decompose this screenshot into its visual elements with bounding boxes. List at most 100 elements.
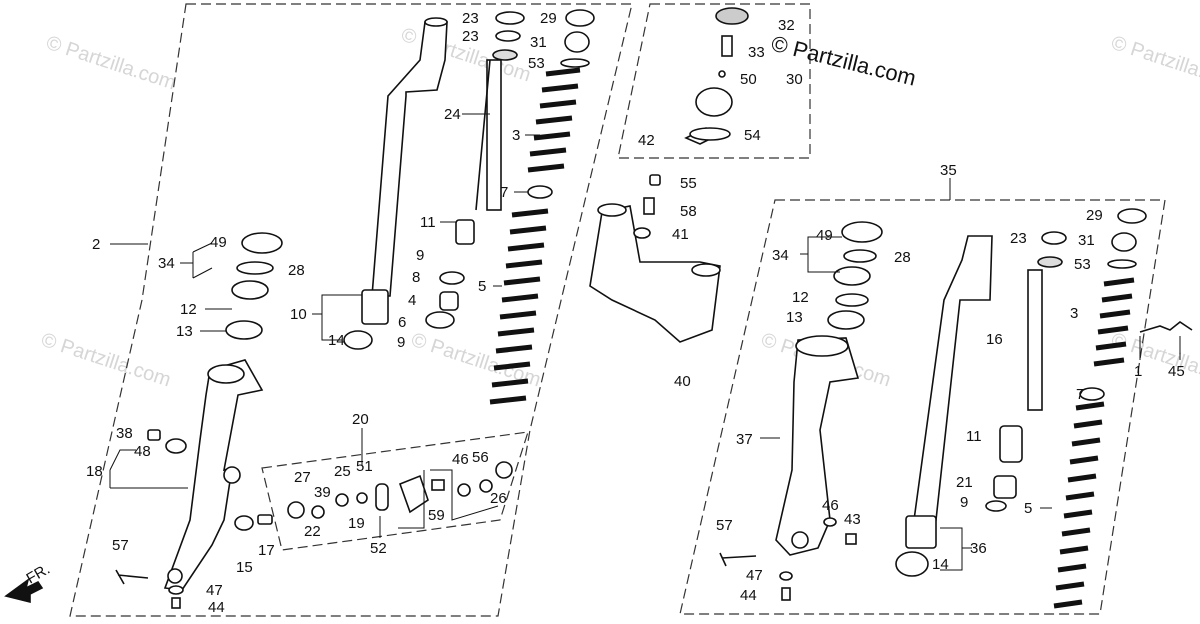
callout-label[interactable]: 9 xyxy=(397,334,405,351)
callout-label[interactable]: 57 xyxy=(112,537,129,554)
left-fork-damper-parts xyxy=(287,461,513,519)
callout-label[interactable]: 3 xyxy=(512,127,520,144)
callout-label[interactable]: 9 xyxy=(960,494,968,511)
callout-label[interactable]: 24 xyxy=(444,106,461,123)
callout-label[interactable]: 53 xyxy=(528,55,545,72)
callout-label[interactable]: 50 xyxy=(740,71,757,88)
left-fork-small-parts xyxy=(225,9,595,350)
callout-label[interactable]: 28 xyxy=(894,249,911,266)
callout-label[interactable]: 14 xyxy=(932,556,949,573)
left-fork-panel-outline xyxy=(69,3,633,617)
callout-label[interactable]: 19 xyxy=(348,515,365,532)
fr-arrow xyxy=(4,578,44,604)
callout-label[interactable]: 5 xyxy=(478,278,486,295)
left-fork-tube xyxy=(361,17,448,325)
leader-lines xyxy=(109,113,1181,571)
callout-label[interactable]: 8 xyxy=(412,269,420,286)
callout-label[interactable]: 23 xyxy=(462,10,479,27)
callout-label[interactable]: 52 xyxy=(370,540,387,557)
callout-label[interactable]: 10 xyxy=(290,306,307,323)
callout-label[interactable]: 59 xyxy=(428,507,445,524)
callout-label[interactable]: 53 xyxy=(1074,256,1091,273)
watermark: © Partzilla.com xyxy=(43,32,178,95)
callout-label[interactable]: 13 xyxy=(176,323,193,340)
callout-label[interactable]: 43 xyxy=(844,511,861,528)
top-cap-drawings xyxy=(684,7,749,145)
callout-label[interactable]: 14 xyxy=(328,332,345,349)
callout-label[interactable]: 25 xyxy=(334,463,351,480)
callout-label[interactable]: 12 xyxy=(792,289,809,306)
callout-label[interactable]: 46 xyxy=(452,451,469,468)
callout-label[interactable]: 7 xyxy=(1076,386,1084,403)
callout-label[interactable]: 46 xyxy=(822,497,839,514)
callout-label[interactable]: 45 xyxy=(1168,363,1185,380)
right-fork-small-parts xyxy=(827,208,1193,577)
callout-label[interactable]: 12 xyxy=(180,301,197,318)
callout-label[interactable]: 29 xyxy=(540,10,557,27)
callout-label[interactable]: 30 xyxy=(786,71,803,88)
right-fork-drawings xyxy=(719,208,1193,609)
watermark: © Partzilla.com xyxy=(38,329,173,392)
callout-label[interactable]: 27 xyxy=(294,469,311,486)
callout-label[interactable]: 47 xyxy=(746,567,763,584)
callout-label[interactable]: 32 xyxy=(778,17,795,34)
callout-label[interactable]: 26 xyxy=(490,490,507,507)
callout-label[interactable]: 55 xyxy=(680,175,697,192)
callout-label[interactable]: 9 xyxy=(416,247,424,264)
callout-label[interactable]: 29 xyxy=(1086,207,1103,224)
callout-label[interactable]: 11 xyxy=(966,428,982,445)
right-fork-fasteners xyxy=(719,517,857,601)
callout-label[interactable]: 38 xyxy=(116,425,133,442)
callout-label[interactable]: 4 xyxy=(408,292,416,309)
callout-label[interactable]: 13 xyxy=(786,309,803,326)
callout-label[interactable]: 34 xyxy=(772,247,789,264)
callout-label[interactable]: 56 xyxy=(472,449,489,466)
callout-label[interactable]: 40 xyxy=(674,373,691,390)
callout-label[interactable]: 6 xyxy=(398,314,406,331)
callout-label[interactable]: 44 xyxy=(740,587,757,604)
callout-label[interactable]: 34 xyxy=(158,255,175,272)
callout-label[interactable]: 57 xyxy=(716,517,733,534)
callout-label[interactable]: 1 xyxy=(1134,363,1142,380)
callout-label[interactable]: 18 xyxy=(86,463,103,480)
callout-label[interactable]: 7 xyxy=(500,184,508,201)
callout-label[interactable]: 58 xyxy=(680,203,697,220)
callout-label[interactable]: 54 xyxy=(744,127,761,144)
callout-label[interactable]: 20 xyxy=(352,411,369,428)
callout-label[interactable]: 36 xyxy=(970,540,987,557)
callout-label[interactable]: 47 xyxy=(206,582,223,599)
callout-label[interactable]: 22 xyxy=(304,523,321,540)
callout-label[interactable]: 31 xyxy=(530,34,547,51)
right-fork-short-spring xyxy=(1093,277,1135,367)
callout-label[interactable]: 49 xyxy=(210,234,227,251)
top-bridge-drawing xyxy=(589,174,721,343)
panel-outlines xyxy=(69,3,1166,617)
callout-label[interactable]: 28 xyxy=(288,262,305,279)
callout-label[interactable]: 48 xyxy=(134,443,151,460)
left-fork-short-spring xyxy=(527,67,581,173)
callout-label[interactable]: 42 xyxy=(638,132,655,149)
callout-label[interactable]: 31 xyxy=(1078,232,1095,249)
callout-label[interactable]: 3 xyxy=(1070,305,1078,322)
right-fork-slider xyxy=(775,335,860,556)
callout-label[interactable]: 44 xyxy=(208,599,225,616)
left-fork-fasteners xyxy=(115,429,273,609)
callout-label[interactable]: 16 xyxy=(986,331,1003,348)
callout-label[interactable]: 21 xyxy=(956,474,973,491)
callout-label[interactable]: 23 xyxy=(1010,230,1027,247)
callout-label[interactable]: 51 xyxy=(356,458,373,475)
callout-label[interactable]: 2 xyxy=(92,236,100,253)
callout-label[interactable]: 15 xyxy=(236,559,253,576)
callout-label[interactable]: 35 xyxy=(940,162,957,179)
callout-label[interactable]: 39 xyxy=(314,484,331,501)
callout-label[interactable]: 17 xyxy=(258,542,275,559)
right-fork-inner-tube xyxy=(1027,256,1063,411)
callout-label[interactable]: 5 xyxy=(1024,500,1032,517)
callout-label[interactable]: 37 xyxy=(736,431,753,448)
callout-label[interactable]: 33 xyxy=(748,44,765,61)
callout-label[interactable]: 49 xyxy=(816,227,833,244)
callout-label[interactable]: 23 xyxy=(462,28,479,45)
callout-label[interactable]: 41 xyxy=(672,226,689,243)
callout-label[interactable]: 11 xyxy=(420,214,436,231)
